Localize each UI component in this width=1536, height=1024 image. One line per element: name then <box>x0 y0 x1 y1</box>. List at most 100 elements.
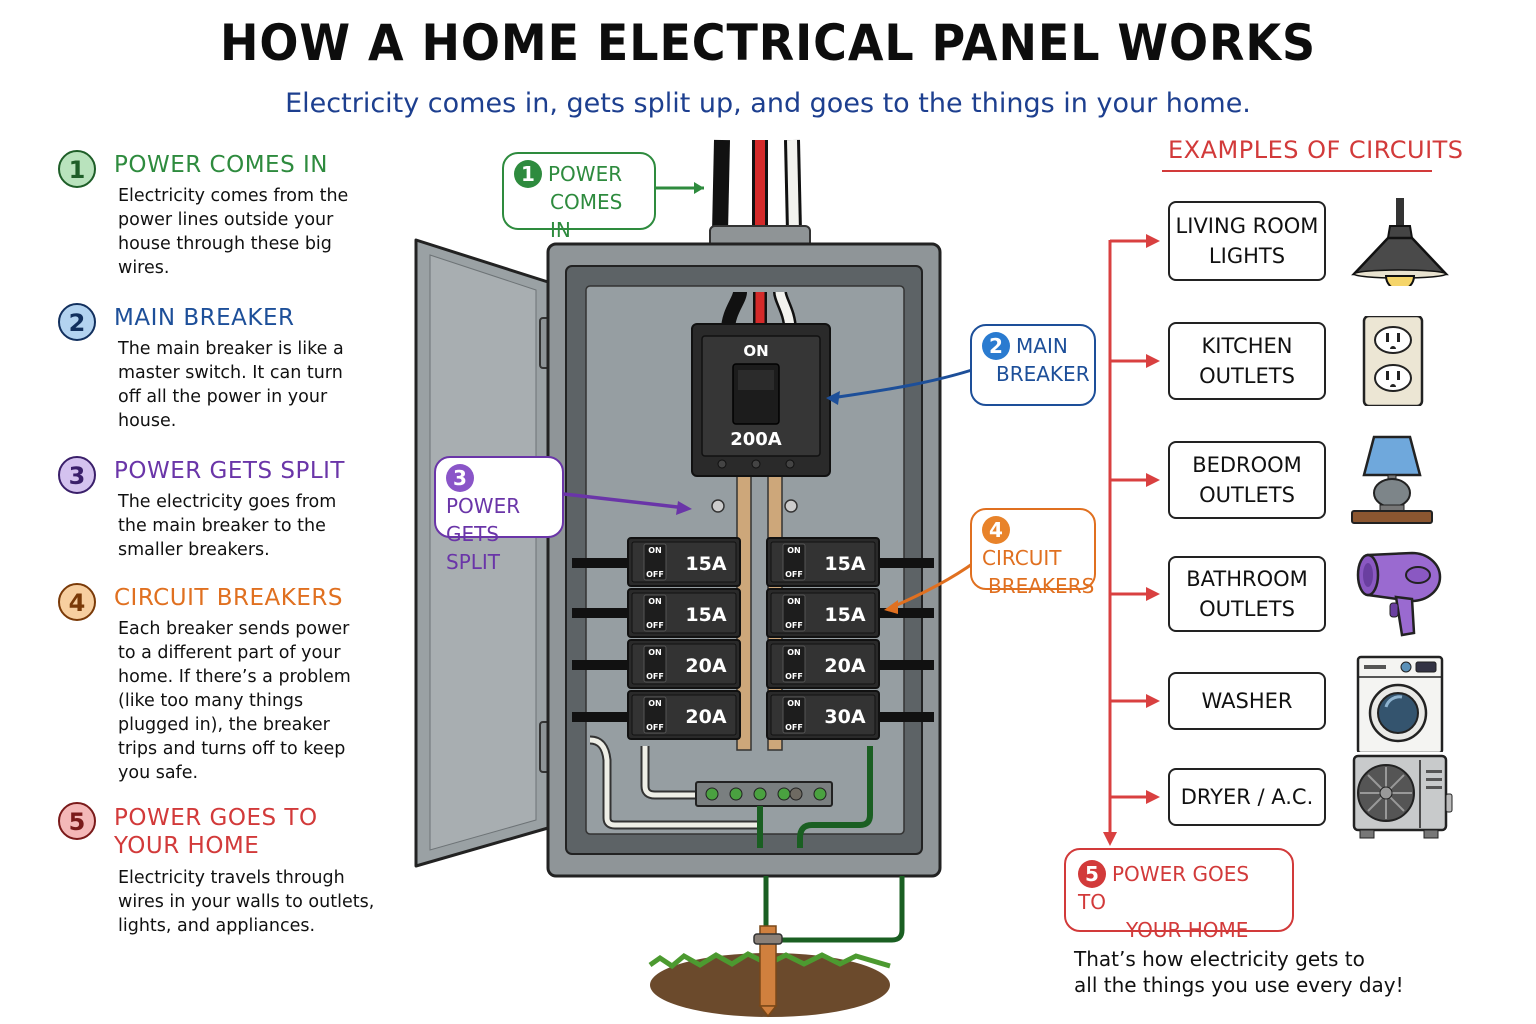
main-breaker-rating: 200A <box>730 429 782 450</box>
hair-dryer-icon <box>1350 549 1450 639</box>
electrical-panel-illustration: ON 200A ON OFF 15A ON OFF 15A ON OFF 20A ON OFF 20A… <box>414 139 1160 1018</box>
breaker-on-label: ON <box>648 648 662 657</box>
branch-arrow <box>1110 473 1160 487</box>
breaker-rating: 20A <box>824 655 865 677</box>
callout-text: MAIN <box>1016 334 1068 358</box>
callout-number-badge: 1 <box>514 160 542 188</box>
ground-rod <box>648 876 905 1018</box>
table-lamp-icon <box>1350 435 1450 525</box>
branch-arrow <box>1110 694 1160 708</box>
step-heading: POWER GOES TO YOUR HOME <box>114 804 318 860</box>
step-heading-line: YOUR HOME <box>114 833 260 859</box>
step-number-badge: 4 <box>58 583 96 621</box>
breaker-toggle[interactable] <box>782 543 806 581</box>
arrow-split <box>563 492 687 510</box>
branch-arrow <box>1110 234 1160 248</box>
main-breaker-state: ON <box>743 342 768 360</box>
panel-door[interactable] <box>414 238 559 868</box>
step-heading-line: POWER GOES TO <box>114 805 318 831</box>
washing-machine-icon <box>1350 655 1450 755</box>
circuit-breaker[interactable]: ON OFF 20A <box>766 639 880 689</box>
circuit-label-line: OUTLETS <box>1199 597 1295 621</box>
circuit-breaker[interactable]: ON OFF 15A <box>627 537 741 587</box>
closing-text: That’s how electricity gets to all the t… <box>1074 946 1404 998</box>
breaker-off-label: OFF <box>785 672 803 681</box>
step-heading: POWER GETS SPLIT <box>114 458 345 484</box>
circuit-example-box: BEDROOM OUTLETS <box>1168 441 1326 519</box>
step-number-badge: 1 <box>58 150 96 188</box>
circuit-example-label: WASHER <box>1202 686 1293 716</box>
circuit-example-box: WASHER <box>1168 672 1326 730</box>
examples-heading: EXAMPLES OF CIRCUITS <box>1168 136 1464 164</box>
step-number-badge: 5 <box>58 802 96 840</box>
callout-text: BREAKERS <box>988 574 1095 598</box>
distribution-arrows <box>1103 234 1160 846</box>
circuit-label-line: WASHER <box>1201 689 1293 713</box>
step-number-badge: 2 <box>58 303 96 341</box>
breaker-off-label: OFF <box>785 621 803 630</box>
circuit-label-line: OUTLETS <box>1199 483 1295 507</box>
breaker-off-label: OFF <box>646 621 664 630</box>
circuit-label-line: LIGHTS <box>1208 244 1286 268</box>
breaker-toggle[interactable] <box>643 645 667 683</box>
page-subtitle: Electricity comes in, gets split up, and… <box>285 88 1251 119</box>
arrow-breakers <box>889 560 976 610</box>
breaker-rating: 15A <box>685 553 726 575</box>
closing-line: That’s how electricity gets to <box>1074 947 1365 971</box>
breaker-toggle[interactable] <box>782 594 806 632</box>
breaker-rating: 20A <box>685 655 726 677</box>
breaker-on-label: ON <box>787 648 801 657</box>
circuit-label-line: KITCHEN <box>1201 334 1293 358</box>
wall-outlet-icon <box>1350 314 1450 408</box>
branch-arrow <box>1110 354 1160 368</box>
branch-arrow <box>1110 790 1160 804</box>
service-entrance-wires <box>712 139 802 233</box>
breaker-toggle[interactable] <box>643 696 667 734</box>
breaker-off-label: OFF <box>646 723 664 732</box>
branch-arrow <box>1110 587 1160 601</box>
callout-text: POWER <box>548 162 623 186</box>
callout-number-badge: 2 <box>982 332 1010 360</box>
breaker-off-label: OFF <box>646 570 664 579</box>
breaker-rating: 15A <box>824 553 865 575</box>
breaker-toggle[interactable] <box>643 594 667 632</box>
callout-text: COMES IN <box>550 190 623 242</box>
breaker-on-label: ON <box>787 597 801 606</box>
breaker-toggle[interactable] <box>782 696 806 734</box>
circuit-example-label: BEDROOM OUTLETS <box>1192 450 1302 510</box>
step-description: Electricity comes from the power lines o… <box>118 186 349 278</box>
circuit-label-line: BATHROOM <box>1186 567 1308 591</box>
breaker-on-label: ON <box>648 546 662 555</box>
circuit-example-box: BATHROOM OUTLETS <box>1168 556 1326 632</box>
circuit-label-line: DRYER / A.C. <box>1180 785 1314 809</box>
breaker-toggle[interactable] <box>782 645 806 683</box>
lug-screw <box>711 499 725 513</box>
breaker-off-label: OFF <box>785 723 803 732</box>
main-breaker[interactable]: ON 200A <box>691 323 831 477</box>
circuit-label-line: BEDROOM <box>1192 453 1302 477</box>
pendant-lamp-icon <box>1350 196 1450 291</box>
breaker-on-label: ON <box>787 546 801 555</box>
callout-number-badge: 3 <box>446 464 474 492</box>
step-heading: MAIN BREAKER <box>114 305 295 331</box>
breaker-on-label: ON <box>648 699 662 708</box>
lug-screw <box>784 499 798 513</box>
callout-text: BREAKER <box>996 362 1090 386</box>
callout-number-badge: 4 <box>982 516 1010 544</box>
step-description: The main breaker is like a master switch… <box>118 339 344 431</box>
breaker-toggle[interactable] <box>643 543 667 581</box>
breaker-rating: 15A <box>685 604 726 626</box>
ac-unit-icon <box>1350 752 1453 842</box>
